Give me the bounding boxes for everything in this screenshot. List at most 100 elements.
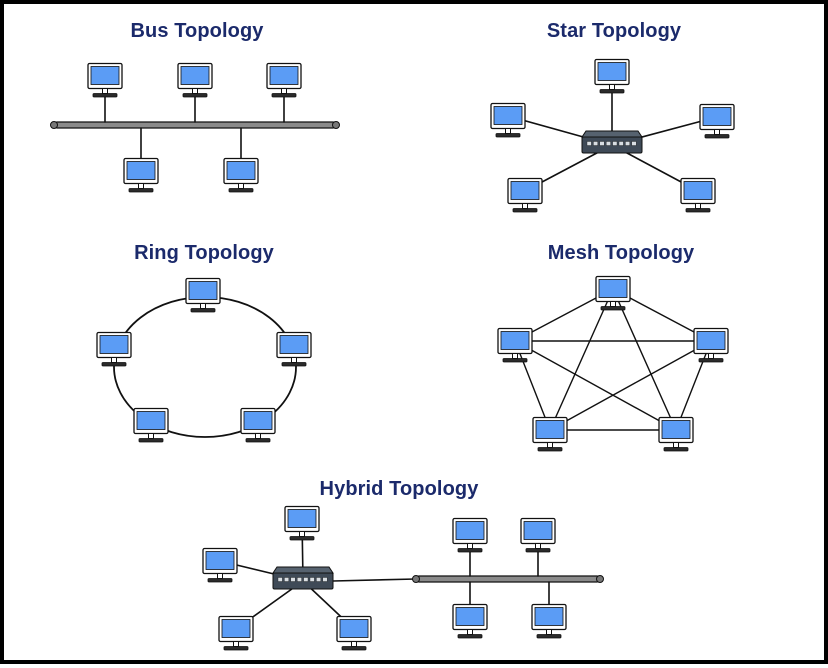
topology-diagram — [50, 58, 735, 651]
monitor-screen — [500, 331, 530, 350]
monitor-neck — [351, 641, 357, 647]
monitor-screen — [279, 335, 309, 354]
hybrid-computer-icon — [531, 603, 567, 639]
network-links — [50, 71, 718, 630]
monitor-base — [138, 438, 164, 443]
star-computer-icon — [507, 177, 543, 213]
bus-terminator — [596, 575, 604, 583]
hybrid-computer-icon — [284, 505, 320, 541]
monitor-neck — [200, 303, 206, 309]
ring-computer-icon — [96, 331, 132, 367]
switch-port — [631, 141, 637, 146]
bus-topology-title: Bus Topology — [130, 20, 264, 42]
mesh-link-line — [675, 340, 712, 431]
monitor-base — [698, 358, 724, 363]
monitor-base — [495, 133, 521, 138]
monitor-base — [101, 362, 127, 367]
mesh-link-line — [514, 340, 677, 431]
monitor-base — [207, 578, 233, 583]
bus-computer-icon — [223, 157, 259, 193]
switch-port — [309, 577, 315, 582]
monitor-screen — [339, 619, 369, 638]
monitor-neck — [708, 353, 714, 359]
monitor-screen — [90, 66, 120, 85]
switch-port — [297, 577, 302, 582]
star-computer-icon — [490, 102, 526, 138]
mesh-computer-icon — [497, 327, 533, 363]
monitor-neck — [299, 531, 305, 537]
switch-port — [284, 577, 289, 582]
switch-body — [581, 136, 643, 154]
hybrid-bus-backbone — [415, 575, 601, 583]
switch-body — [272, 572, 334, 590]
monitor-screen — [661, 420, 691, 439]
mesh-link-line — [612, 288, 677, 431]
mesh-computer-icon — [595, 275, 631, 311]
monitor-screen — [205, 551, 235, 570]
monitor-base — [457, 548, 483, 553]
monitor-screen — [597, 62, 627, 81]
monitor-base — [228, 188, 254, 193]
star-switch-icon — [581, 130, 643, 154]
switch-port — [316, 577, 321, 582]
monitor-base — [599, 89, 625, 94]
monitor-screen — [696, 331, 726, 350]
monitor-neck — [238, 183, 244, 189]
switch-port — [290, 577, 296, 582]
monitor-neck — [695, 203, 701, 209]
monitor-neck — [673, 442, 679, 448]
hybrid-computer-icon — [218, 615, 254, 651]
monitor-screen — [455, 521, 485, 540]
monitor-screen — [99, 335, 129, 354]
network-devices — [87, 58, 735, 651]
monitor-neck — [522, 203, 528, 209]
monitor-neck — [505, 128, 511, 134]
monitor-neck — [192, 88, 198, 94]
hybrid-topology-title: Hybrid Topology — [319, 478, 479, 500]
monitor-base — [502, 358, 528, 363]
monitor-base — [704, 134, 730, 139]
bus-computer-icon — [87, 62, 123, 98]
monitor-screen — [287, 509, 317, 528]
monitor-base — [663, 447, 689, 452]
star-topology-title: Star Topology — [546, 20, 682, 42]
mesh-topology-title: Mesh Topology — [547, 242, 695, 264]
monitor-neck — [610, 301, 616, 307]
monitor-screen — [598, 279, 628, 298]
switch-port — [599, 141, 605, 146]
monitor-screen — [180, 66, 210, 85]
monitor-base — [182, 93, 208, 98]
monitor-neck — [546, 629, 552, 635]
star-computer-icon — [594, 58, 630, 94]
monitor-screen — [243, 411, 273, 430]
monitor-neck — [609, 84, 615, 90]
hybrid-computer-icon — [202, 547, 238, 583]
hybrid-switch-icon — [272, 566, 334, 590]
hybrid-computer-icon — [336, 615, 372, 651]
monitor-screen — [226, 161, 256, 180]
switch-top — [272, 566, 334, 574]
monitor-base — [92, 93, 118, 98]
monitor-base — [341, 646, 367, 651]
ring-computer-icon — [240, 407, 276, 443]
monitor-neck — [467, 543, 473, 549]
monitor-base — [600, 306, 626, 311]
mesh-link-line — [549, 340, 712, 431]
hybrid-computer-icon — [452, 517, 488, 553]
monitor-base — [245, 438, 271, 443]
switch-port — [586, 141, 592, 146]
monitor-base — [457, 634, 483, 639]
bus-terminator — [332, 121, 340, 129]
monitor-neck — [255, 433, 261, 439]
switch-port — [303, 577, 309, 582]
bus-backbone — [53, 121, 337, 129]
monitor-neck — [535, 543, 541, 549]
monitor-neck — [138, 183, 144, 189]
monitor-screen — [534, 607, 564, 626]
monitor-screen — [455, 607, 485, 626]
monitor-neck — [217, 573, 223, 579]
monitor-neck — [547, 442, 553, 448]
monitor-screen — [188, 281, 218, 300]
monitor-base — [289, 536, 315, 541]
monitor-screen — [269, 66, 299, 85]
